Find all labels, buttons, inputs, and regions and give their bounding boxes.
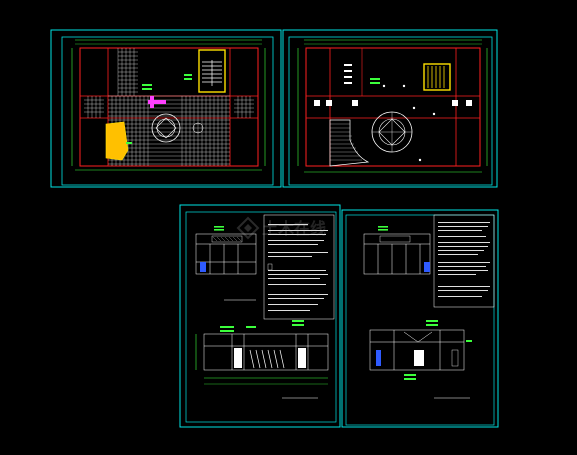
house-logo-icon xyxy=(236,216,260,240)
sheet-floor-plan-right xyxy=(282,29,498,188)
watermark-text: 土木在线 xyxy=(262,219,326,238)
watermark: 土木在线 xyxy=(236,216,326,240)
sheet-floor-plan-left xyxy=(50,29,282,188)
sheet-elevations-right xyxy=(341,209,499,428)
sheet-elevations-left xyxy=(179,204,341,428)
